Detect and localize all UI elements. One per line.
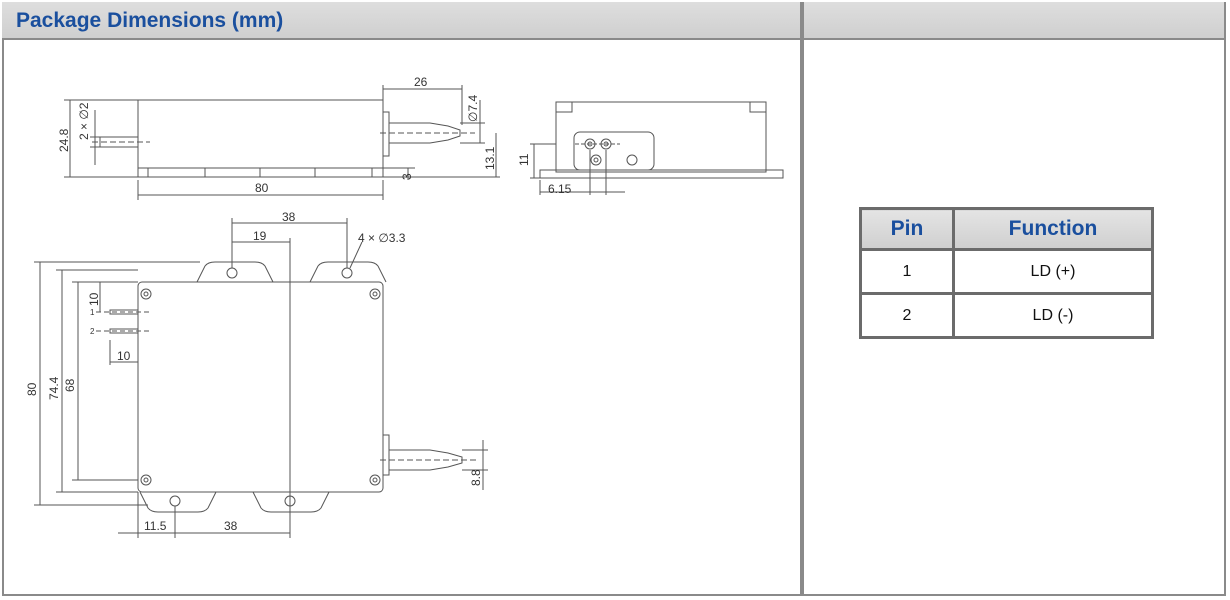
page-title: Package Dimensions (mm) — [16, 9, 284, 32]
dim-base: 3 — [400, 173, 414, 180]
package-drawing: 80 26 24.8 2 × ∅2 ∅7.4 13.1 3 11 6.15 38… — [25, 75, 784, 538]
column-divider — [800, 2, 804, 594]
function-cell: LD (-) — [952, 292, 1154, 339]
function-cell: LD (+) — [952, 248, 1154, 295]
dim-left-offset: 11.5 — [144, 519, 167, 533]
top-view — [34, 218, 488, 538]
pin-cell: 2 — [859, 292, 955, 339]
dim-half: 19 — [253, 229, 267, 243]
dim-pin-length: 10 — [117, 349, 131, 363]
end-view — [530, 101, 784, 195]
pin-label-1: 1 — [90, 308, 95, 317]
dim-fiber-offset: 8.8 — [469, 469, 483, 486]
side-view — [64, 85, 500, 200]
dim-side-width: 80 — [255, 181, 269, 195]
section-header-right — [804, 2, 1224, 40]
pin-function-table: Pin Function 1 LD (+) 2 LD (-) — [859, 207, 1154, 339]
dim-end-offset: 6.15 — [548, 182, 572, 196]
dim-holes: 4 × ∅3.3 — [358, 231, 406, 245]
dim-fiber-length: 26 — [414, 75, 428, 89]
table-row: 1 LD (+) — [859, 248, 1154, 295]
dim-fiber-height: 13.1 — [483, 146, 497, 170]
dim-pin-dia: 2 × ∅2 — [77, 102, 91, 140]
dim-h3: 68 — [63, 378, 77, 392]
dimension-labels: 80 26 24.8 2 × ∅2 ∅7.4 13.1 3 11 6.15 38… — [25, 75, 572, 533]
dim-total-height: 80 — [25, 382, 39, 396]
dim-bottom-spacing: 38 — [224, 519, 238, 533]
dim-fiber-dia: ∅7.4 — [466, 95, 480, 122]
dim-pin-offset: 10 — [87, 292, 101, 306]
column-header-function: Function — [952, 207, 1154, 251]
pin-cell: 1 — [859, 248, 955, 295]
dim-side-height: 24.8 — [57, 128, 71, 152]
section-header: Package Dimensions (mm) — [2, 2, 802, 40]
pin-label-2: 2 — [90, 327, 95, 336]
dim-end-height: 11 — [517, 153, 531, 166]
table-header-row: Pin Function — [859, 207, 1154, 251]
dim-h2: 74.4 — [47, 376, 61, 400]
dim-hole-spacing: 38 — [282, 210, 296, 224]
column-header-pin: Pin — [859, 207, 955, 251]
table-row: 2 LD (-) — [859, 292, 1154, 339]
